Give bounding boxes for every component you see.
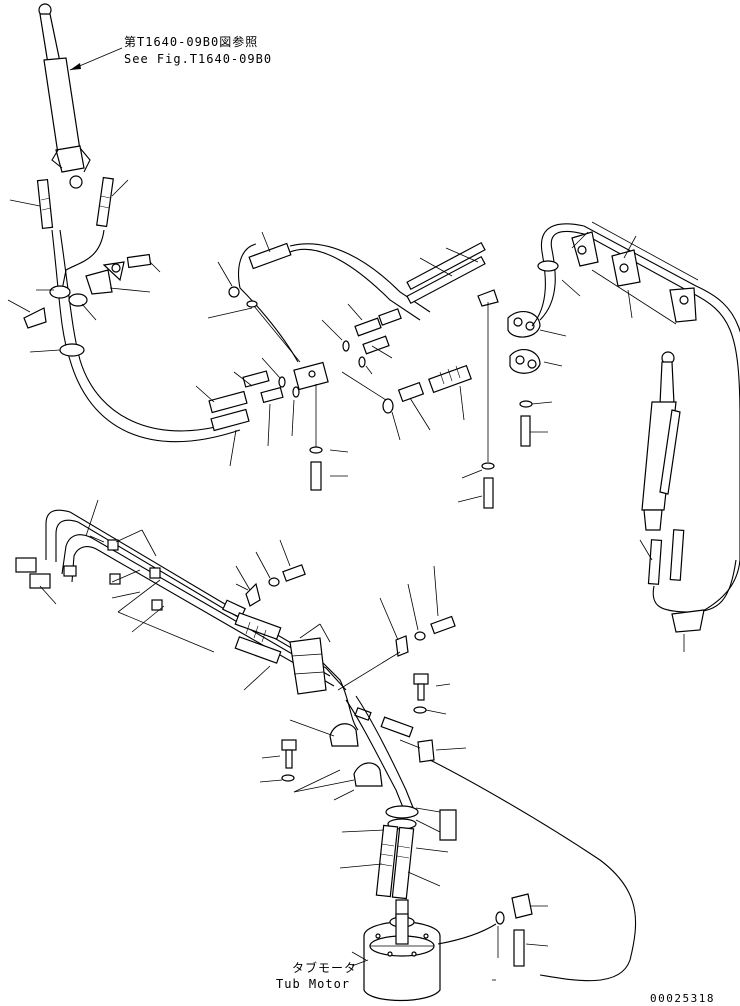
- clamps-left: [7, 253, 161, 357]
- tub-motor-label-en: Tub Motor: [276, 977, 350, 991]
- bracket-and-bolts-lower: [235, 539, 456, 691]
- bolts-center-lower: [259, 673, 467, 783]
- hydraulic-cylinder-right: [639, 351, 737, 652]
- tub-motor-callout: タブモータ Tub Motor: [276, 959, 369, 991]
- clamp-block-right: [457, 289, 567, 509]
- drawing-number: 00025318: [650, 992, 715, 1005]
- motor-fittings-right: [437, 893, 549, 981]
- piping-top-right: [531, 221, 740, 621]
- reference-note-jp: 第T1640-09B0図参照: [124, 34, 258, 49]
- tub-motor: [339, 805, 457, 1002]
- pipe-group-lower: [15, 499, 359, 731]
- hoses-center: [207, 231, 486, 363]
- reference-note-en: See Fig.T1640-09B0: [124, 52, 272, 66]
- fittings-center: [321, 303, 472, 441]
- reference-callout: 第T1640-09B0図参照 See Fig.T1640-09B0: [69, 34, 272, 71]
- hose-to-motor: [429, 759, 637, 982]
- manifold-block: [293, 361, 349, 491]
- hose-fittings-lower: [222, 583, 331, 695]
- fittings-left-cluster: [195, 357, 300, 467]
- tub-motor-label-jp: タブモータ: [292, 960, 357, 975]
- clamps-lower-route: [289, 719, 383, 801]
- hose-fittings-top-left: [9, 176, 129, 230]
- hydraulic-cylinder-top-left: [38, 3, 91, 189]
